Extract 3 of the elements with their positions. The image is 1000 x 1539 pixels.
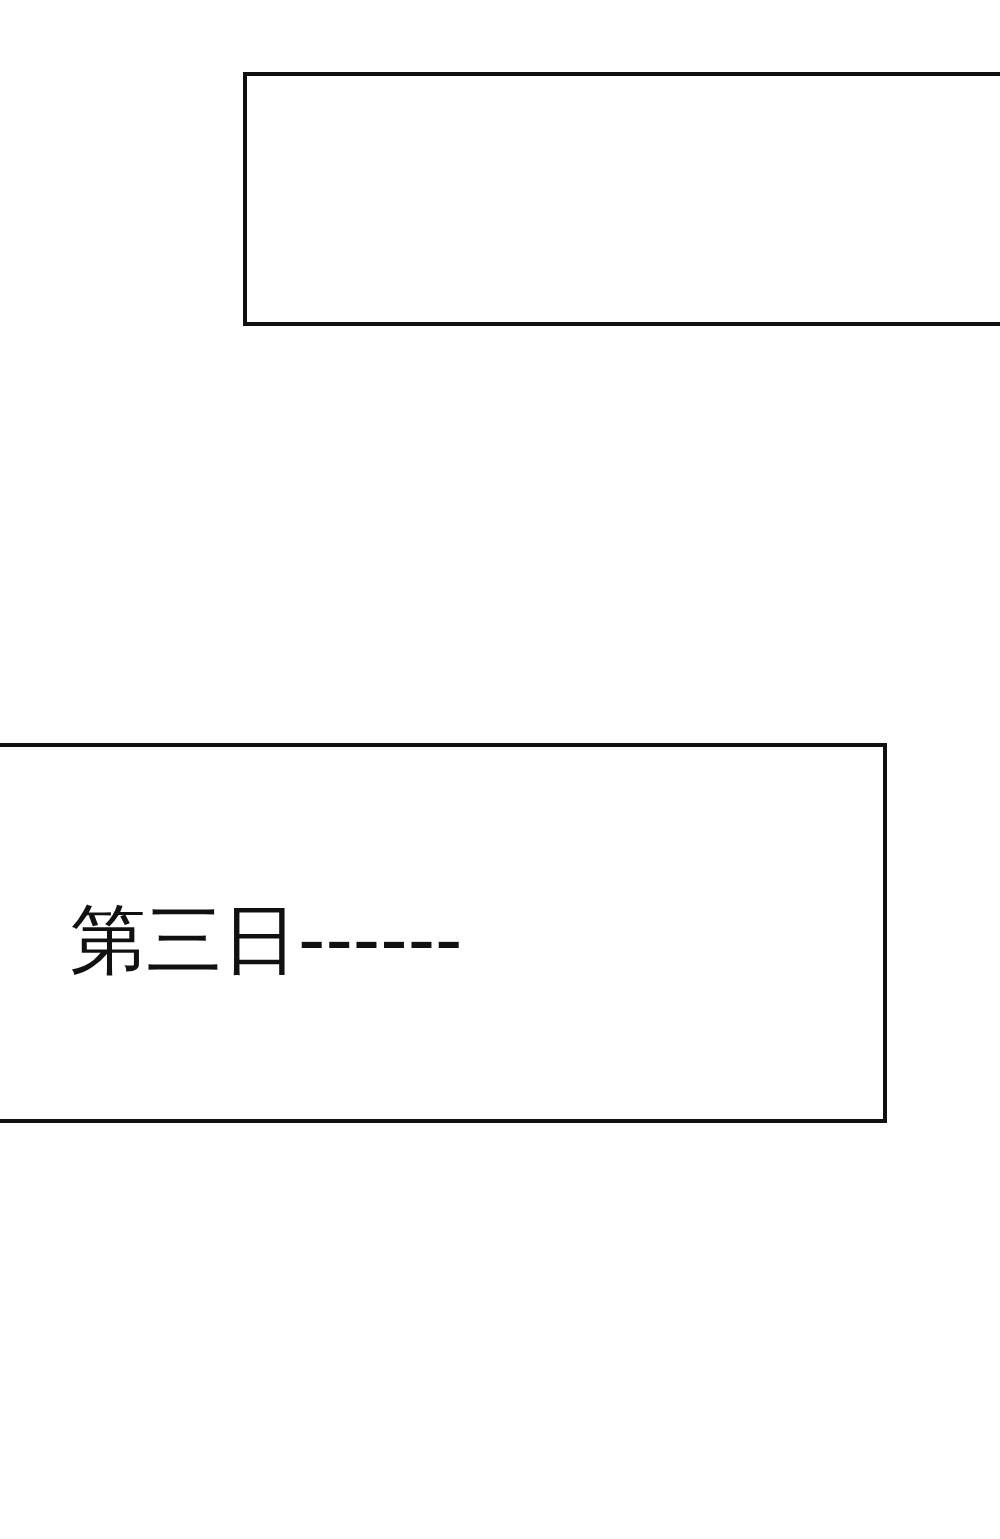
panel-box — [243, 72, 1000, 326]
caption-box — [0, 743, 887, 1123]
caption-text: 第三日------ — [70, 902, 463, 978]
